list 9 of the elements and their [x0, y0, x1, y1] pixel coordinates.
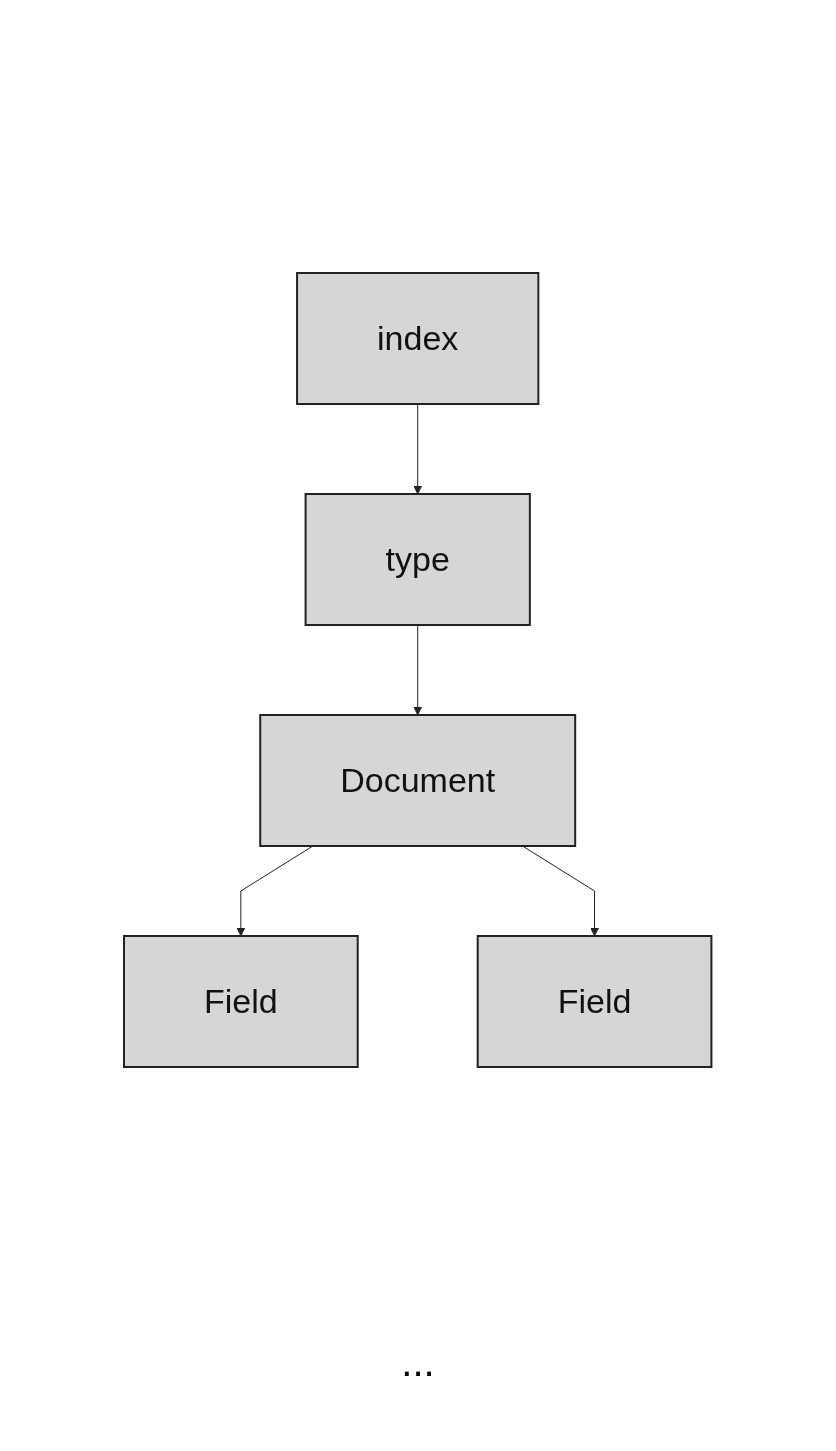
- node-box: Document: [259, 714, 577, 847]
- ellipsis-label: ...: [401, 1340, 435, 1385]
- node-box: index: [296, 272, 540, 405]
- arrow: [413, 624, 423, 716]
- node-box: type: [304, 493, 532, 626]
- node-box: Field: [477, 935, 713, 1068]
- arrow: [522, 845, 600, 937]
- arrow: [413, 403, 423, 495]
- node-box: Field: [123, 935, 359, 1068]
